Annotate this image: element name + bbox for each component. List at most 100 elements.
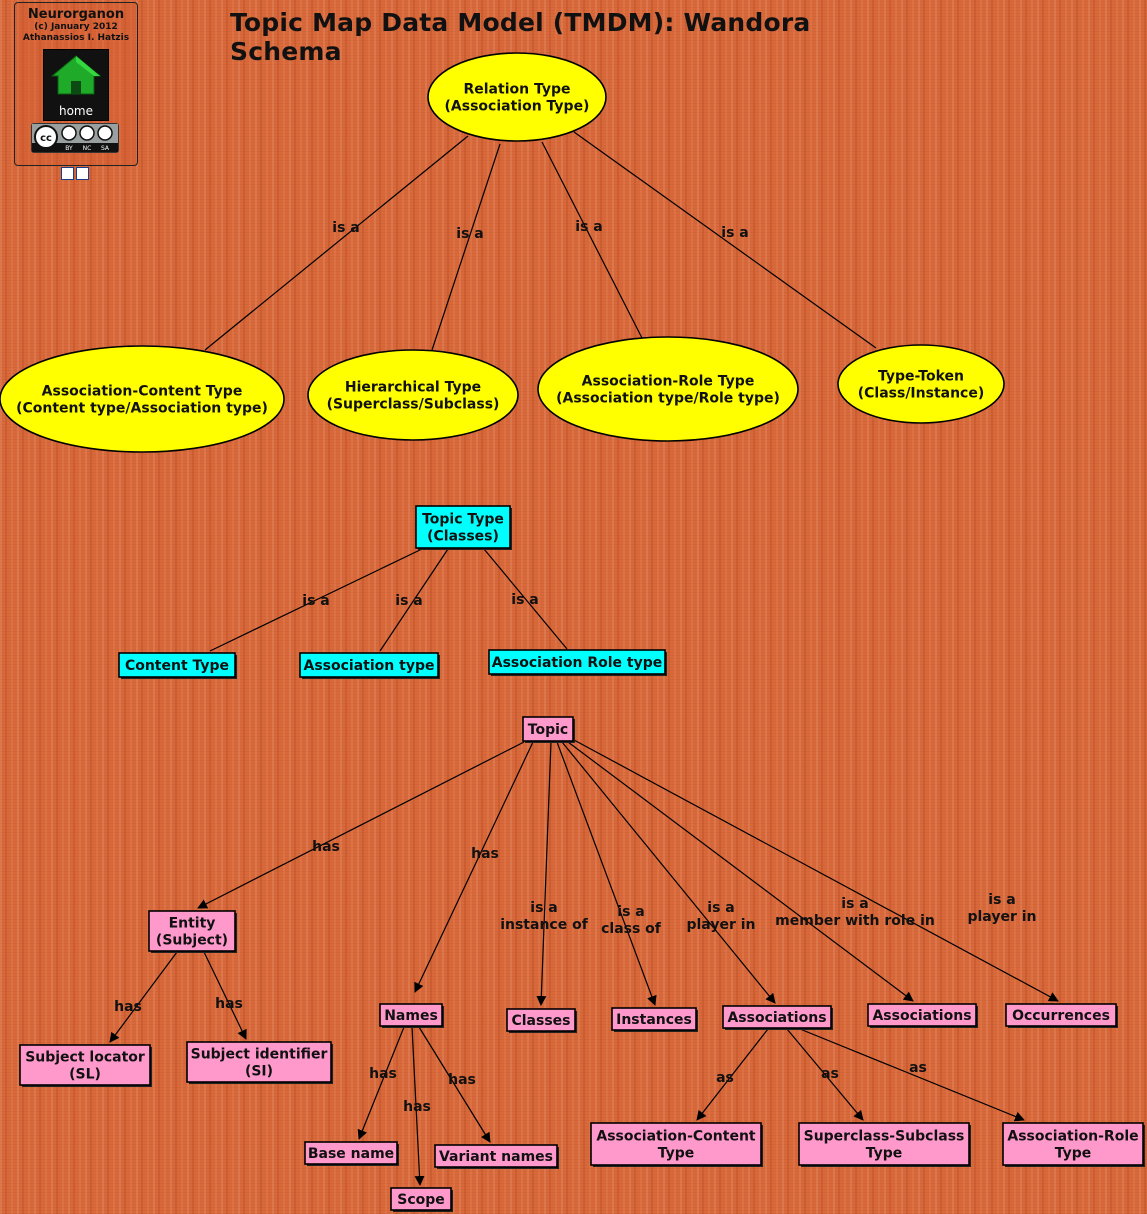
node-shape: [798, 1122, 970, 1166]
node-label-line: Scope: [397, 1192, 445, 1208]
node-label-line: Type: [866, 1146, 903, 1162]
node-classes[interactable]: Classes: [506, 1008, 577, 1033]
link-label-line: has: [448, 1072, 476, 1088]
link-line-topic-to-associations2: [567, 741, 914, 1002]
node-shape: [1002, 1122, 1144, 1166]
node-hierarchical[interactable]: Hierarchical Type(Superclass/Subclass): [307, 349, 519, 441]
node-label-line: Variant names: [439, 1149, 553, 1165]
node-entity[interactable]: Entity(Subject): [148, 910, 237, 953]
node-shape: [434, 1144, 558, 1168]
node-label: Topic: [528, 722, 568, 738]
link-label-line: is a: [707, 900, 734, 916]
link-label-line: is a: [617, 904, 644, 920]
link-label-line: is a: [721, 225, 748, 241]
link-label-associations1-to-assoc_content_type_r: as: [716, 1070, 734, 1086]
node-shape: [611, 1007, 697, 1031]
document-icon[interactable]: [61, 167, 74, 180]
node-occurrences[interactable]: Occurrences: [1005, 1003, 1118, 1028]
node-label-line: Instances: [616, 1012, 692, 1028]
link-line-topic-to-instances: [556, 741, 657, 1006]
node-label-line: (Association type/Role type): [556, 391, 780, 407]
link-label-line: as: [821, 1066, 839, 1082]
node-label-line: Association-Content: [596, 1129, 756, 1145]
node-label-line: Entity: [169, 916, 216, 932]
node-label: Occurrences: [1012, 1008, 1110, 1024]
link-label-associations1-to-superclass_subclass: as: [821, 1066, 839, 1082]
node-shape: [0, 345, 285, 453]
node-association-role-type[interactable]: Association Role type: [488, 649, 667, 676]
link-line-associations1-to-superclass_subclass: [786, 1028, 864, 1121]
node-label: Subject locator(SL): [25, 1050, 145, 1083]
node-subject-locator[interactable]: Subject locator(SL): [19, 1044, 152, 1087]
node-shape: [390, 1187, 452, 1211]
node-associations1[interactable]: Associations: [722, 1005, 833, 1030]
node-label-line: (SL): [69, 1067, 101, 1083]
node-instances[interactable]: Instances: [611, 1007, 698, 1032]
node-label: Content Type: [125, 658, 229, 674]
link-line-topic-to-classes: [536, 741, 552, 1006]
link-label-line: has: [114, 999, 142, 1015]
node-label-line: (SI): [245, 1064, 273, 1080]
link-line-names-to-scope: [411, 1026, 425, 1186]
node-relation-type[interactable]: Relation Type(Association Type): [427, 52, 607, 142]
node-type-token[interactable]: Type-Token(Class/Instance): [837, 344, 1005, 424]
node-content-type[interactable]: Content Type: [118, 652, 237, 679]
node-topic-type[interactable]: Topic Type(Classes): [415, 505, 512, 550]
node-label: Associations: [727, 1010, 826, 1026]
link-label-line: is a: [988, 892, 1015, 908]
node-topic[interactable]: Topic: [522, 716, 575, 743]
link-line-relation_type-to-assoc_role: [541, 141, 643, 339]
node-shape: [537, 336, 799, 442]
node-associations2[interactable]: Associations: [867, 1003, 978, 1028]
node-shape: [118, 652, 236, 678]
node-shape: [427, 52, 607, 142]
link-label-entity-to-subject_identifier: has: [215, 996, 243, 1012]
node-shape: [415, 505, 511, 549]
node-variant-names[interactable]: Variant names: [434, 1144, 559, 1169]
link-line-relation_type-to-hierarchical: [431, 143, 501, 351]
node-label-line: Subject identifier: [191, 1047, 328, 1063]
link-label-relation_type-to-assoc_role: is a: [575, 219, 602, 235]
node-shape: [488, 649, 666, 675]
node-assoc-content[interactable]: Association-Content Type(Content type/As…: [0, 345, 285, 453]
cc-license-icon[interactable]: cc BY NC SA: [31, 123, 119, 153]
node-assoc-role[interactable]: Association-Role Type(Association type/R…: [537, 336, 799, 442]
node-label-line: Association Role type: [492, 655, 663, 671]
node-label-line: (Superclass/Subclass): [327, 397, 500, 413]
node-label: Instances: [616, 1012, 692, 1028]
sitemap-icon[interactable]: [76, 167, 89, 180]
link-label-line: has: [369, 1066, 397, 1082]
badge-copyright: (c) January 2012: [34, 22, 118, 32]
node-base-name[interactable]: Base name: [304, 1141, 399, 1166]
link-line-topic_type-to-association_role_type: [483, 548, 568, 650]
link-line-associations1-to-assoc_role_type_r: [799, 1028, 1025, 1122]
author-badge: Neurorganon (c) January 2012 Athanassios…: [14, 2, 138, 180]
node-names[interactable]: Names: [379, 1003, 444, 1028]
link-line-names-to-variant_names: [418, 1026, 491, 1143]
link-line-topic-to-entity: [197, 741, 525, 909]
link-label-line: has: [312, 839, 340, 855]
link-label-line: as: [716, 1070, 734, 1086]
home-link[interactable]: home: [43, 49, 109, 121]
svg-text:cc: cc: [40, 133, 52, 144]
node-label: Subject identifier(SI): [191, 1047, 328, 1080]
link-line-associations1-to-assoc_content_type_r: [696, 1028, 769, 1121]
cc-by-label: BY: [65, 145, 73, 152]
node-subject-identifier[interactable]: Subject identifier(SI): [186, 1041, 333, 1084]
node-label-line: (Content type/Association type): [16, 401, 268, 417]
link-label-relation_type-to-type_token: is a: [721, 225, 748, 241]
link-label-line: player in: [686, 917, 755, 933]
link-label-line: has: [215, 996, 243, 1012]
link-label-topic-to-entity: has: [312, 839, 340, 855]
node-scope[interactable]: Scope: [390, 1187, 453, 1212]
node-shape: [186, 1041, 332, 1083]
link-line-topic-to-occurrences: [573, 739, 1059, 1002]
node-association-type[interactable]: Association type: [299, 652, 440, 679]
